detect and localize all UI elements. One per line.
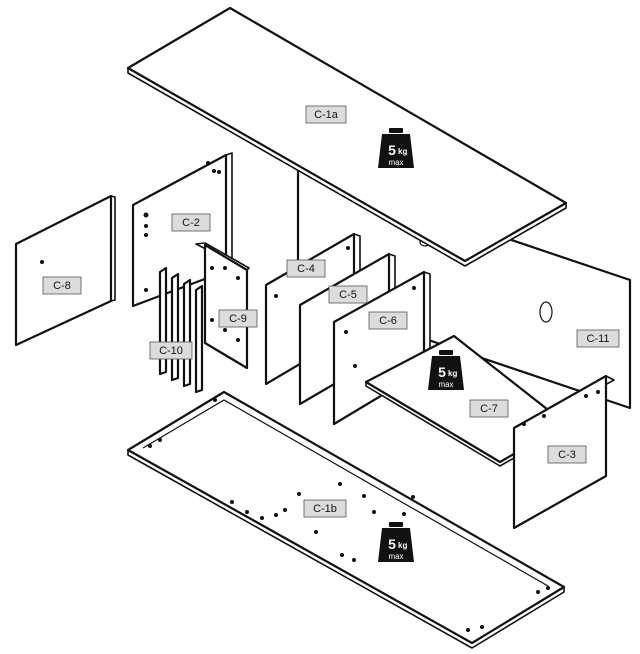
label-c10: C-10	[149, 341, 193, 360]
cable-hole	[539, 301, 553, 323]
label-c4: C-4	[286, 259, 326, 278]
weight-unit: kg	[398, 541, 407, 550]
label-c5: C-5	[328, 285, 368, 304]
weight-value: 5	[388, 536, 396, 552]
label-c11-text: C-11	[586, 333, 609, 345]
weight-value: 5	[388, 142, 396, 158]
weight-qualifier: max	[388, 552, 403, 561]
weight-icon-shelf: 5 kg max	[428, 350, 464, 390]
weight-unit: kg	[398, 147, 407, 156]
label-c7-text: C-7	[480, 403, 498, 415]
panel-c9	[195, 242, 250, 370]
panel-c1b	[126, 390, 566, 649]
label-c9-text: C-9	[229, 313, 247, 325]
panel-c11	[296, 166, 632, 410]
weight-icon-top: 5 kg max	[378, 128, 414, 168]
label-c6: C-6	[368, 311, 408, 330]
label-c3-text: C-3	[558, 449, 576, 461]
label-c1b: C-1b	[303, 499, 347, 518]
label-c11: C-11	[576, 329, 620, 348]
label-c3: C-3	[547, 445, 587, 464]
label-c6-text: C-6	[379, 315, 397, 327]
weight-icon-bottom: 5 kg max	[378, 522, 414, 562]
label-c8-text: C-8	[53, 280, 71, 292]
label-c7: C-7	[469, 399, 509, 418]
panel-c1a	[126, 6, 568, 267]
weight-qualifier: max	[388, 158, 403, 167]
panel-c8	[14, 194, 116, 347]
label-c9: C-9	[218, 309, 258, 328]
label-c1b-text: C-1b	[313, 503, 337, 515]
label-c10-text: C-10	[159, 345, 183, 357]
weight-value: 5	[438, 364, 446, 380]
label-c5-text: C-5	[339, 289, 357, 301]
weight-qualifier: max	[438, 380, 453, 389]
label-c1a-text: C-1a	[314, 109, 339, 121]
label-c8: C-8	[42, 276, 82, 295]
label-c1a: C-1a	[305, 105, 347, 124]
weight-unit: kg	[448, 369, 457, 378]
label-c4-text: C-4	[297, 263, 315, 275]
label-c2-text: C-2	[182, 217, 200, 229]
label-c2: C-2	[171, 213, 211, 232]
